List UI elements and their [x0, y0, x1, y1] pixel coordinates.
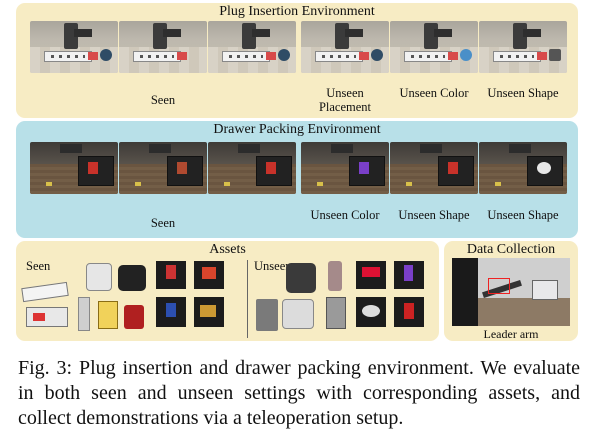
drawer-seen-scene-1 [30, 142, 118, 194]
red-switch-strip-asset [26, 307, 68, 327]
drawer-item-asset-3 [156, 297, 186, 327]
data-collection-panel: Data Collection Leader arm [444, 241, 578, 341]
assets-divider [247, 260, 248, 338]
leader-arm-label: Leader arm [483, 327, 539, 341]
drawer-packing-panel: Drawer Packing Environment Seen Unseen C… [16, 121, 578, 238]
drawer-unseen-color-scene [301, 142, 389, 194]
plug-seen-scene-1 [30, 21, 118, 73]
data-collection-title: Data Collection [466, 242, 556, 257]
leader-arm-highlight [488, 278, 510, 294]
plug-unseen-placement-scene [301, 21, 389, 73]
can-asset-2 [124, 305, 144, 329]
power-strip-asset [21, 281, 69, 303]
plug-seen-scene-3 [208, 21, 296, 73]
drawer-item-asset-5 [356, 261, 386, 289]
plug-insertion-panel: Plug Insertion Environment Seen Unseen P… [16, 3, 578, 118]
figure-caption: Fig. 3: Plug insertion and drawer packin… [18, 357, 580, 429]
plug-asset-unseen [326, 297, 346, 329]
black-plug-asset [118, 265, 146, 291]
drawer-item-asset-1 [156, 261, 186, 289]
drawer-seen-label: Seen [150, 216, 176, 230]
drawer-item-asset-2 [194, 261, 224, 289]
plug-unseen-placement-label: Unseen Placement [318, 86, 372, 114]
plug-panel-title: Plug Insertion Environment [219, 4, 375, 19]
can-asset-1 [98, 301, 118, 329]
drawer-panel-title: Drawer Packing Environment [213, 122, 381, 137]
drawer-item-asset-6 [394, 261, 424, 289]
plug-seen-scene-2 [119, 21, 207, 73]
drawer-seen-scene-2 [119, 142, 207, 194]
grey-adapter-asset [256, 299, 278, 331]
teleoperation-photo [452, 258, 570, 326]
assets-seen-label: Seen [26, 259, 51, 273]
drawer-unseen-shape-label-1: Unseen Shape [398, 208, 470, 222]
plug-unseen-color-scene [390, 21, 478, 73]
white-adapter-asset [282, 299, 314, 329]
white-plug-asset [86, 263, 112, 291]
drawer-unseen-shape-scene-2 [479, 142, 567, 194]
drawer-item-asset-7 [356, 297, 386, 327]
drawer-unseen-shape-scene-1 [390, 142, 478, 194]
assets-unseen-label: Unseen [254, 259, 292, 273]
plug-unseen-shape-scene [479, 21, 567, 73]
plug-seen-label: Seen [150, 93, 176, 107]
drawer-unseen-shape-label-2: Unseen Shape [487, 208, 559, 222]
plug-unseen-color-label: Unseen Color [399, 86, 469, 100]
long-plug-asset [78, 297, 90, 331]
drawer-item-asset-4 [194, 297, 224, 327]
drawer-unseen-color-label: Unseen Color [310, 208, 380, 222]
dark-adapter-asset [286, 263, 316, 293]
pink-plug-asset [328, 261, 342, 291]
drawer-item-asset-8 [394, 297, 424, 327]
plug-unseen-shape-label: Unseen Shape [487, 86, 559, 100]
assets-panel: Assets Seen Unseen [16, 241, 439, 341]
drawer-seen-scene-3 [208, 142, 296, 194]
assets-title: Assets [209, 242, 246, 257]
